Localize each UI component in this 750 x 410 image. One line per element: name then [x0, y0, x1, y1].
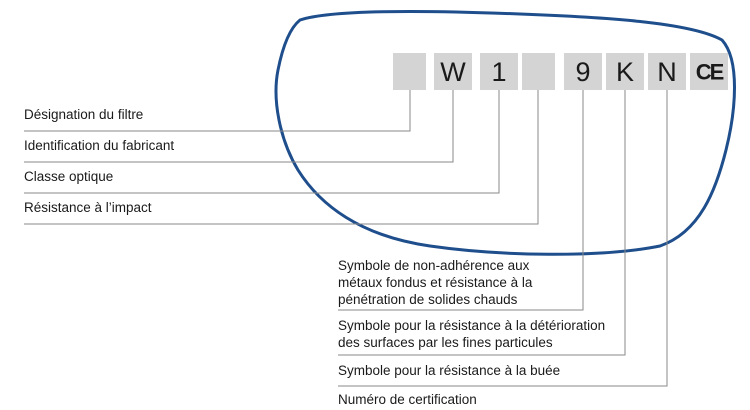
marking-boxes: W 1 9 K N CE [393, 53, 728, 90]
label-molten-metal-line-3: pénétration de solides chauds [338, 292, 518, 307]
leader-fogging [338, 90, 668, 387]
leader-fine-particles [338, 90, 626, 356]
box-molten-metal [564, 53, 602, 90]
box-manufacturer [434, 53, 472, 90]
leader-manufacturer [24, 90, 454, 163]
box-optical-class-text: 1 [491, 57, 506, 87]
label-fine-particles-line-2: des surfaces par les fines particules [338, 335, 553, 350]
label-filter-designation: Désignation du filtre [24, 107, 144, 122]
label-fogging: Symbole pour la résistance à la buée [338, 363, 561, 378]
box-fine-particles [606, 53, 644, 90]
label-certification: Numéro de certification [338, 392, 477, 407]
label-molten-metal-line-2: métaux fondus et résistance à la [338, 275, 533, 290]
label-fine-particles-line-1: Symbole pour la résistance à la détérior… [338, 318, 606, 333]
leader-impact [24, 90, 539, 225]
leader-molten-metal [338, 90, 584, 311]
leader-optical-class [24, 90, 500, 194]
box-optical-class [480, 53, 518, 90]
box-manufacturer-text: W [440, 57, 466, 87]
box-fogging-text: N [657, 57, 677, 87]
label-molten-metal-line-1: Symbole de non-adhérence aux [338, 258, 530, 273]
ce-mark: CE [696, 60, 724, 85]
leader-lines [24, 90, 668, 387]
label-impact-resistance: Résistance à l’impact [24, 200, 152, 215]
box-filter-designation [393, 53, 426, 90]
lens-outline [274, 10, 736, 256]
box-fogging [648, 53, 686, 90]
leader-filter-designation [24, 90, 411, 132]
box-impact [522, 53, 555, 90]
label-molten-metal: Symbole de non-adhérence aux métaux fond… [338, 257, 532, 308]
box-molten-metal-text: 9 [575, 57, 590, 87]
label-optical-class: Classe optique [24, 169, 114, 184]
label-manufacturer: Identification du fabricant [24, 138, 175, 153]
box-fine-particles-text: K [616, 57, 634, 87]
label-fine-particles: Symbole pour la résistance à la détérior… [338, 317, 605, 351]
box-ce [690, 53, 728, 90]
